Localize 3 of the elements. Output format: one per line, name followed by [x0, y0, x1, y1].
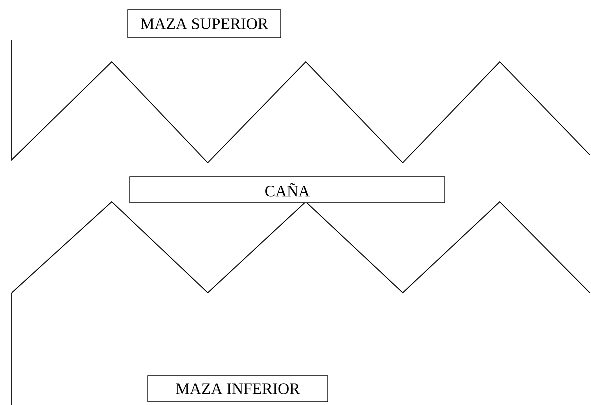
label-box: MAZA SUPERIOR — [128, 10, 282, 38]
label-box: MAZA INFERIOR — [148, 376, 328, 402]
label-box: CAÑA — [130, 176, 446, 204]
